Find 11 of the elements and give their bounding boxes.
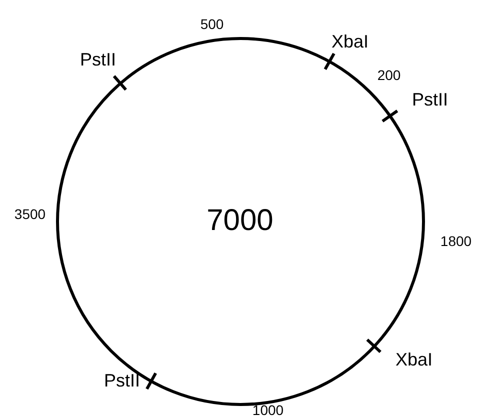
site-name: XbaI: [395, 350, 433, 370]
segment-length: 1000: [252, 402, 284, 418]
site-name: XbaI: [331, 32, 369, 52]
site-name: PstII: [80, 50, 116, 70]
segment-length: 1800: [440, 233, 472, 249]
segment-length: 200: [377, 67, 401, 83]
site-name: PstII: [104, 370, 140, 392]
segment-length: 500: [200, 16, 224, 32]
segment-length: 3500: [14, 206, 46, 222]
plasmid-size-label: 7000: [206, 204, 274, 238]
site-name: PstII: [412, 90, 448, 110]
